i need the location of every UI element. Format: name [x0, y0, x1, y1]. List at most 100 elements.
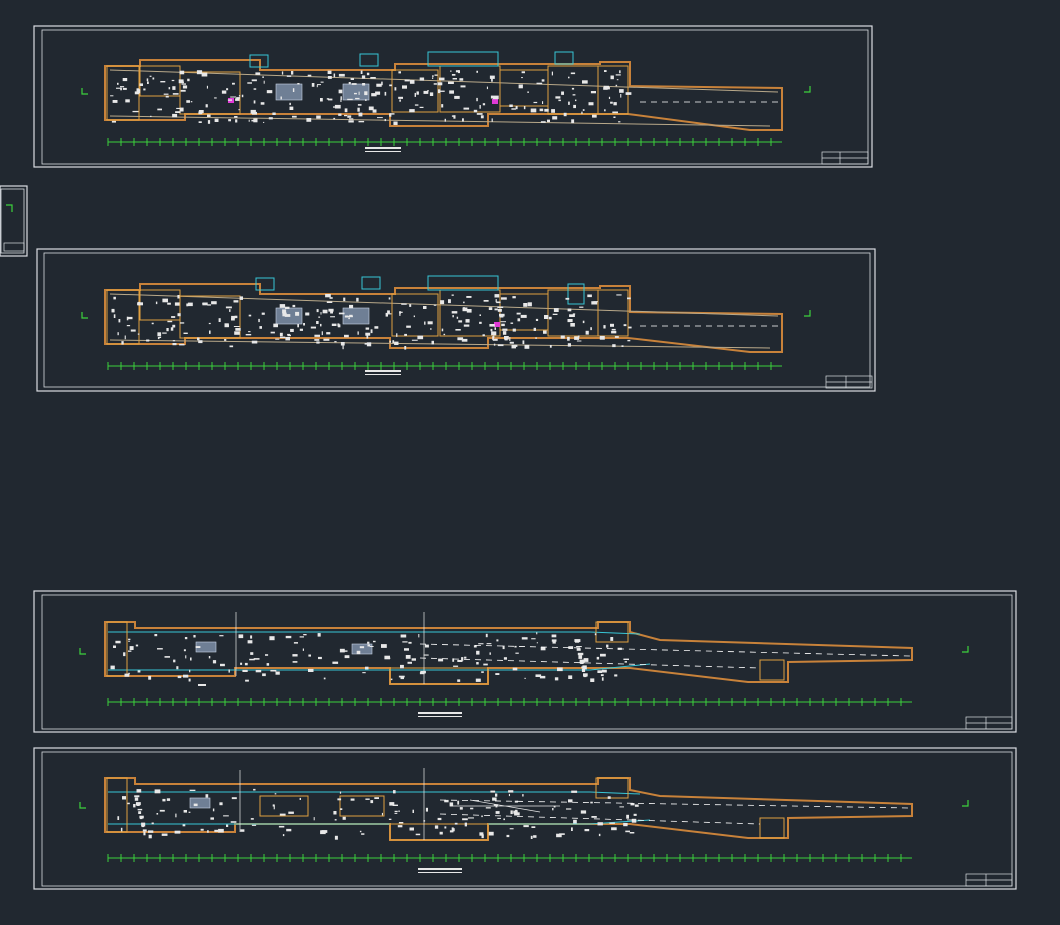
drawing-detail — [347, 98, 353, 101]
drawing-detail — [327, 76, 332, 79]
drawing-detail — [509, 828, 514, 830]
drawing-detail — [561, 91, 564, 95]
drawing-detail — [527, 302, 532, 307]
drawing-detail — [262, 673, 266, 677]
drawing-detail — [574, 336, 580, 340]
drawing-detail — [399, 313, 401, 316]
drawing-detail — [418, 634, 420, 638]
drawing-detail — [457, 800, 460, 805]
drawing-detail — [495, 805, 498, 808]
drawing-detail — [375, 91, 381, 95]
drawing-detail — [201, 72, 208, 77]
drawing-detail — [583, 673, 588, 677]
drawing-detail — [139, 818, 143, 820]
drawing-detail — [255, 669, 262, 673]
drawing-detail — [117, 816, 120, 820]
drawing-detail — [148, 830, 154, 833]
drawing-detail — [313, 817, 315, 821]
drawing-detail — [481, 671, 484, 673]
drawing-detail — [523, 825, 529, 828]
drawing-detail — [189, 669, 191, 673]
drawing-detail — [623, 822, 628, 827]
drawing-detail — [552, 116, 558, 120]
drawing-detail — [506, 834, 510, 838]
sheet-2[interactable] — [36, 248, 876, 392]
drawing-detail — [433, 83, 437, 85]
drawing-detail — [249, 658, 255, 661]
drawing-detail — [120, 87, 122, 91]
drawing-detail — [186, 303, 189, 307]
drawing-detail — [366, 72, 370, 76]
drawing-detail — [250, 635, 253, 639]
drawing-detail — [377, 117, 383, 119]
drawing-detail — [571, 119, 575, 124]
drawing-detail — [388, 818, 392, 820]
drawing-detail — [553, 805, 556, 808]
drawing-detail — [479, 105, 481, 109]
drawing-detail — [551, 634, 557, 638]
drawing-detail — [419, 106, 424, 108]
drawing-detail — [337, 798, 342, 801]
drawing-detail — [547, 119, 550, 123]
drawing-detail — [133, 804, 136, 808]
drawing-detail — [513, 810, 518, 814]
drawing-detail — [347, 315, 353, 318]
drawing-detail — [344, 655, 350, 659]
drawing-detail — [258, 318, 260, 323]
drawing-detail — [512, 296, 516, 299]
drawing-detail — [231, 315, 236, 319]
drawing-detail — [127, 316, 133, 320]
drawing-detail — [533, 327, 536, 331]
side-thumbnail-sheet[interactable] — [0, 185, 28, 257]
drawing-detail — [290, 328, 294, 332]
drawing-detail — [544, 315, 549, 319]
drawing-detail — [623, 658, 629, 660]
drawing-detail — [285, 337, 290, 341]
drawing-detail — [291, 71, 294, 75]
drawing-detail — [523, 106, 526, 110]
drawing-detail — [151, 822, 154, 825]
drawing-detail — [620, 94, 622, 98]
drawing-detail — [512, 667, 518, 671]
drawing-detail — [412, 809, 414, 813]
drawing-detail — [515, 652, 519, 654]
drawing-detail — [183, 674, 189, 678]
drawing-detail — [615, 74, 621, 76]
drawing-detail — [172, 93, 179, 95]
drawing-detail — [139, 83, 143, 86]
drawing-detail — [495, 673, 500, 675]
drawing-detail — [124, 673, 130, 677]
drawing-detail — [370, 800, 374, 804]
drawing-detail — [439, 90, 445, 92]
drawing-detail — [355, 97, 360, 100]
drawing-detail — [568, 101, 570, 105]
drawing-detail — [212, 660, 217, 664]
drawing-detail — [320, 312, 322, 315]
drawing-detail — [182, 824, 186, 827]
drawing-detail — [566, 808, 572, 810]
sheet-3[interactable] — [33, 590, 1017, 733]
drawing-detail — [207, 304, 211, 306]
drawing-detail — [515, 106, 518, 110]
drawing-detail — [459, 78, 464, 81]
drawing-detail — [568, 76, 570, 79]
drawing-detail — [357, 104, 362, 106]
sheet-1[interactable] — [33, 25, 873, 168]
drawing-detail — [333, 117, 336, 120]
drawing-detail — [305, 312, 310, 316]
drawing-detail — [362, 672, 366, 674]
drawing-detail — [234, 331, 240, 335]
sheet-4[interactable] — [33, 747, 1017, 890]
drawing-detail — [608, 96, 611, 99]
drawing-detail — [493, 804, 498, 806]
drawing-detail — [168, 87, 171, 90]
drawing-detail — [340, 98, 342, 102]
drawing-detail — [250, 652, 254, 655]
drawing-detail — [493, 335, 495, 338]
drawing-detail — [481, 834, 484, 839]
drawing-detail — [438, 658, 444, 662]
drawing-detail — [326, 98, 329, 100]
drawing-detail — [155, 301, 158, 305]
drawing-detail — [272, 804, 275, 807]
